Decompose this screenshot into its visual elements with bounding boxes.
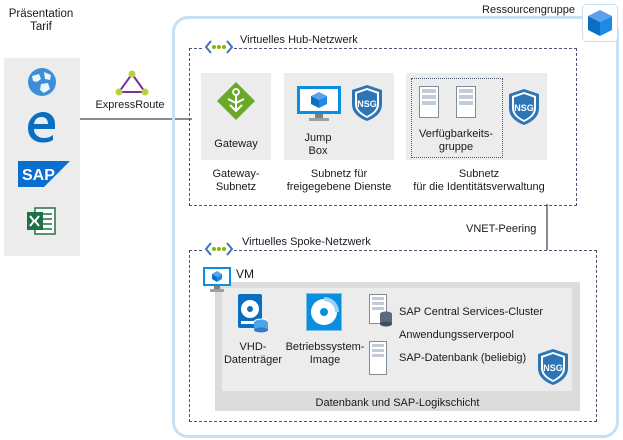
gateway-label: Gateway xyxy=(214,138,258,150)
svg-text:NSG: NSG xyxy=(357,99,377,109)
app-server-pool-label: Anwendungsserverpool xyxy=(399,329,514,341)
presentation-tier: SAP xyxy=(4,58,80,256)
database-icon xyxy=(380,311,392,327)
gateway-icon xyxy=(217,82,255,120)
sap-central-services-label: SAP Central Services-Cluster xyxy=(399,306,544,318)
server-icon xyxy=(369,341,387,375)
gateway-subnet-caption: Gateway- Subnetz xyxy=(212,168,260,193)
expressroute-icon xyxy=(115,70,149,96)
availability-set xyxy=(411,78,503,158)
vhd-label: VHD- Datenträger xyxy=(223,341,283,366)
vnet-peering-label: VNET-Peering xyxy=(466,223,537,235)
sap-tier-label: Datenbank und SAP-Logikschicht xyxy=(315,397,480,409)
jumpbox-vm-icon xyxy=(297,86,341,121)
os-image-disk-icon xyxy=(306,293,342,331)
identity-subnet-caption: Subnetz für die Identitätsverwaltung xyxy=(413,168,545,193)
vhd-disk-icon xyxy=(238,294,269,333)
sap-logo-icon: SAP xyxy=(18,161,70,187)
resource-group-label: Ressourcengruppe xyxy=(482,4,575,16)
vnet-icon xyxy=(204,241,234,257)
spoke-network-title: Virtuelles Spoke-Netzwerk xyxy=(242,236,371,248)
spoke-network-boundary xyxy=(189,250,597,422)
shared-services-caption: Subnetz für freigegebene Dienste xyxy=(286,168,392,193)
resource-group-icon xyxy=(582,4,618,42)
vm-icon xyxy=(203,267,231,292)
server-icon xyxy=(419,86,439,118)
excel-icon xyxy=(27,207,56,235)
sap-tier-inner xyxy=(222,288,572,391)
jumpbox-label: Jump Box xyxy=(304,132,332,157)
os-image-label: Betriebssystem- Image xyxy=(285,341,365,366)
svg-text:NSG: NSG xyxy=(543,363,563,373)
vnet-icon xyxy=(204,39,234,55)
nsg-shield-icon: NSG xyxy=(538,349,568,385)
expressroute-label: ExpressRoute xyxy=(95,99,165,111)
globe-icon xyxy=(28,68,56,96)
svg-text:SAP: SAP xyxy=(22,167,55,184)
svg-text:NSG: NSG xyxy=(514,103,534,113)
presentation-title: Präsentation Tarif xyxy=(8,8,74,33)
nsg-shield-icon: NSG xyxy=(352,85,382,121)
vnet-peering-line xyxy=(546,204,548,250)
edge-browser-icon xyxy=(28,112,55,143)
availability-set-label: Verfügbarkeits- gruppe xyxy=(419,128,493,153)
hub-network-title: Virtuelles Hub-Netzwerk xyxy=(240,34,358,46)
vm-label: VM xyxy=(236,267,254,281)
server-icon xyxy=(456,86,476,118)
resource-group-boundary xyxy=(172,16,619,438)
hub-network-boundary xyxy=(189,48,577,206)
nsg-shield-icon: NSG xyxy=(509,89,539,125)
sap-database-label: SAP-Datenbank (beliebig) xyxy=(399,352,527,364)
